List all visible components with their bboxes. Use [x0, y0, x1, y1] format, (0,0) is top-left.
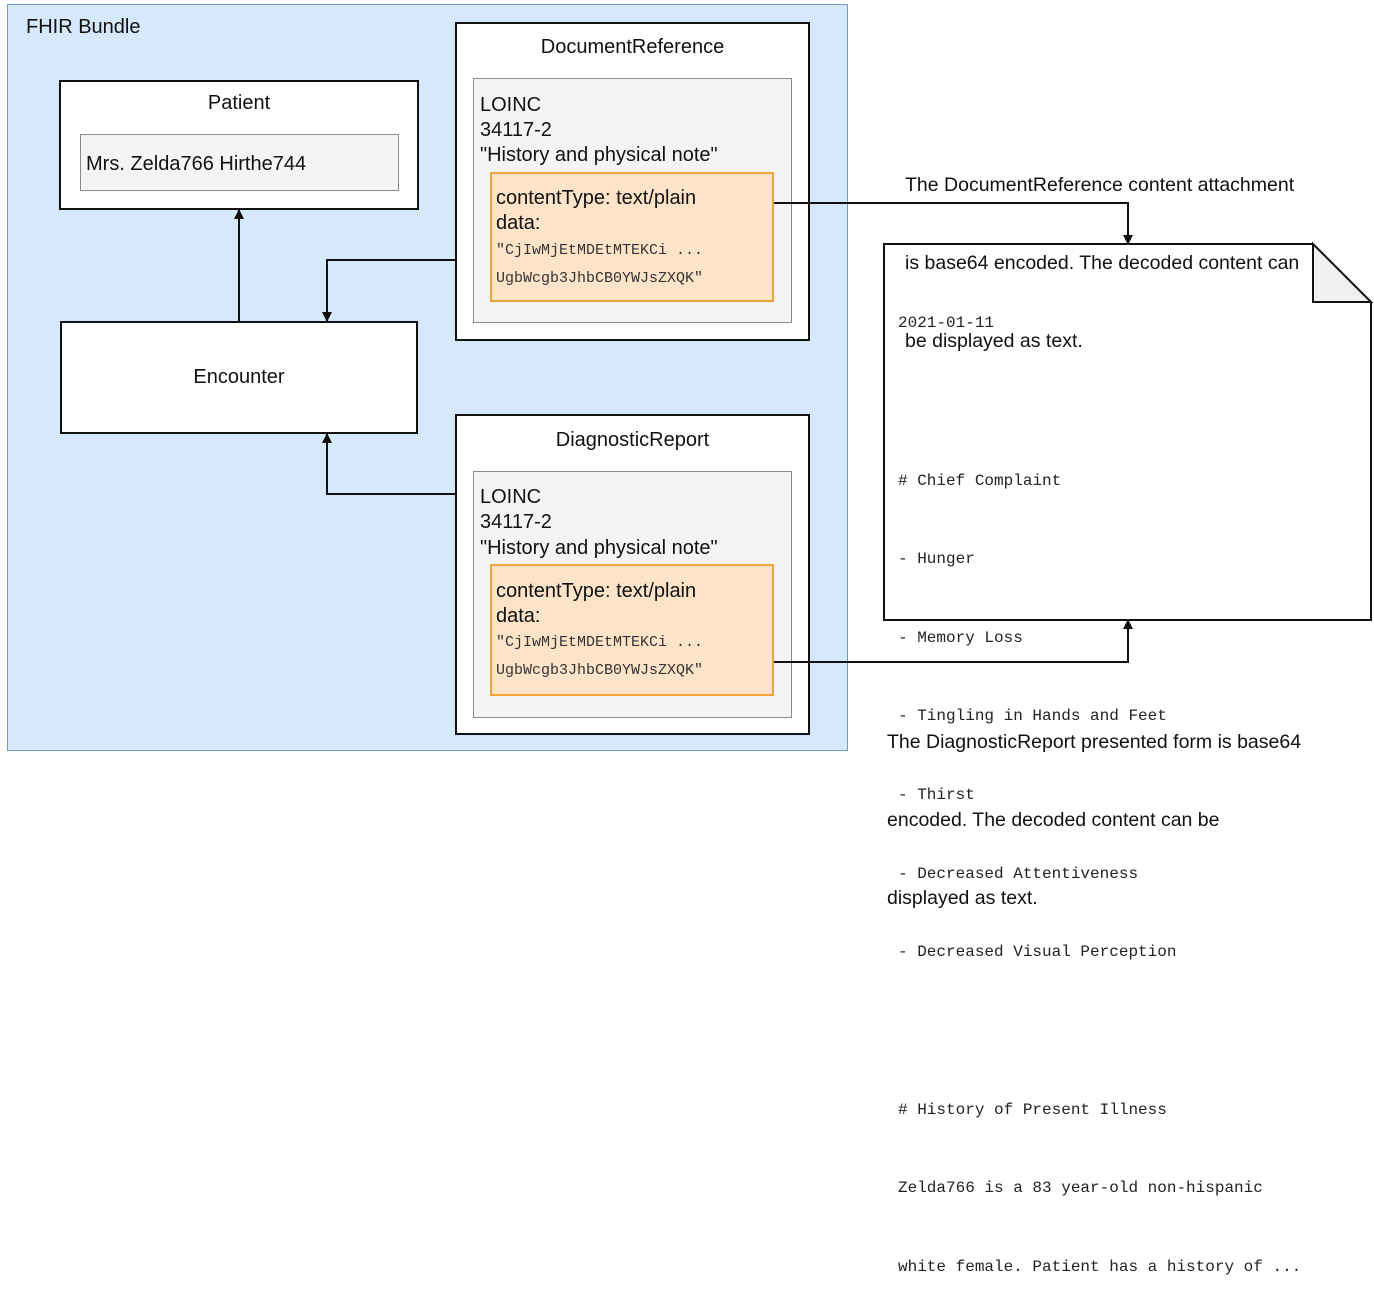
document-reference-content-type: contentType: text/plain: [496, 187, 697, 209]
document-line: # History of Present Illness: [898, 1100, 1167, 1119]
form-to-document-arrow: [774, 619, 1133, 663]
patient-name-box: [80, 134, 399, 191]
document-reference-data-line1: "CjIwMjEtMDEtMTEKCi ...: [496, 242, 704, 259]
diagnostic-report-content-type: contentType: text/plain: [496, 580, 697, 602]
document-line: - Tingling in Hands and Feet: [898, 707, 1167, 726]
document-reference-code-system: LOINC: [480, 94, 542, 116]
note-line: is base64 encoded. The decoded content c…: [905, 252, 1300, 274]
encounter-title: Encounter: [193, 366, 285, 388]
note-line: encoded. The decoded content can be: [887, 809, 1220, 831]
diagnostic-report-data-label: data:: [496, 605, 541, 627]
diagram-connectors: [234, 202, 1374, 663]
diagnostic-report-code-system: LOINC: [480, 486, 542, 508]
diagnostic-report-form-box: [490, 564, 774, 696]
note-line: be displayed as text.: [905, 330, 1083, 352]
encounter-box[interactable]: [60, 321, 418, 434]
diagnostic-report-display: "History and physical note": [480, 537, 718, 559]
diagnostic-report-note: The DiagnosticReport presented form is b…: [887, 677, 1301, 937]
document-reference-code: 34117-2: [480, 119, 552, 141]
document-line: - Decreased Visual Perception: [898, 943, 1177, 962]
attachment-to-document-arrow: [774, 202, 1133, 245]
document-line: white female. Patient has a history of .…: [898, 1257, 1302, 1276]
note-line: displayed as text.: [887, 887, 1038, 909]
document-fold-icon: [1312, 241, 1374, 303]
patient-title: Patient: [207, 92, 271, 114]
document-reference-data-label: data:: [496, 212, 541, 234]
document-reference-attachment-box: [490, 172, 774, 302]
document-line: # Chief Complaint: [898, 471, 1062, 490]
diagnostic-report-title: DiagnosticReport: [555, 429, 710, 451]
document-reference-note: The DocumentReference content attachment…: [905, 120, 1299, 380]
note-line: The DocumentReference content attachment: [905, 174, 1295, 196]
document-line: Zelda766 is a 83 year-old non-hispanic: [898, 1179, 1263, 1198]
document-line: [898, 1018, 1301, 1044]
diagnostic-report-to-encounter-arrow: [322, 433, 455, 495]
document-reference-title: DocumentReference: [540, 36, 725, 58]
decoded-document-shape: [883, 243, 1372, 621]
document-reference-display: "History and physical note": [480, 144, 718, 166]
diagnostic-report-data-line1: "CjIwMjEtMDEtMTEKCi ...: [496, 634, 704, 651]
document-line: [898, 389, 1301, 415]
document-line: - Hunger: [898, 550, 975, 569]
document-line: 2021-01-11: [898, 314, 995, 333]
bundle-title: FHIR Bundle: [26, 16, 141, 38]
diagnostic-report-code: 34117-2: [480, 511, 552, 533]
document-line: - Memory Loss: [898, 628, 1023, 647]
document-reference-data-line2: UgbWcgb3JhbCB0YWJsZXQK": [496, 270, 704, 287]
diagnostic-report-data-line2: UgbWcgb3JhbCB0YWJsZXQK": [496, 662, 704, 679]
document-reference-to-encounter-arrow: [322, 259, 455, 322]
note-line: The DiagnosticReport presented form is b…: [887, 731, 1302, 753]
patient-name: Mrs. Zelda766 Hirthe744: [86, 153, 307, 175]
